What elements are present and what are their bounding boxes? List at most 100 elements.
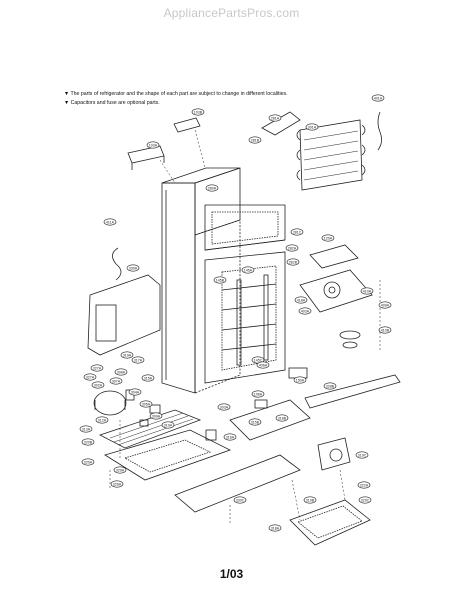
fan-motor-assembly [299, 244, 373, 349]
svg-text:319C: 319C [358, 453, 367, 457]
svg-text:317A: 317A [134, 358, 143, 362]
callout: 326A [110, 480, 124, 488]
svg-text:320B: 320B [84, 440, 93, 444]
svg-text:280A: 280A [208, 186, 217, 190]
svg-text:302A: 302A [94, 383, 103, 387]
callout: 309A [149, 412, 163, 420]
overload [139, 419, 149, 427]
callout: 281B [248, 136, 262, 144]
svg-text:307A: 307A [112, 379, 121, 383]
damper [254, 399, 268, 409]
cabinet [161, 167, 241, 394]
callout: 322A [357, 481, 371, 489]
callout: 315A [141, 374, 155, 382]
callout: 315B [248, 418, 262, 426]
callout: 328B [323, 382, 337, 390]
svg-text:281B: 281B [251, 138, 260, 142]
drain-pan [289, 499, 371, 546]
svg-text:309A: 309A [152, 414, 161, 418]
callout: 318A [268, 524, 282, 532]
svg-text:304A: 304A [131, 390, 140, 394]
svg-text:318A: 318A [271, 526, 280, 530]
freezer-compartment [204, 204, 286, 251]
svg-text:106A: 106A [254, 392, 263, 396]
callout: 411A [103, 218, 117, 226]
callout: 145B [213, 276, 227, 284]
svg-text:320A: 320A [84, 460, 93, 464]
svg-text:312A: 312A [98, 418, 107, 422]
svg-text:313A: 313A [82, 427, 91, 431]
callout: 303A [217, 403, 231, 411]
svg-text:145B: 145B [216, 278, 225, 282]
svg-text:329A: 329A [116, 468, 125, 472]
base-plate [104, 429, 232, 481]
callout: 330C [233, 496, 247, 504]
condenser [98, 409, 202, 449]
callout: 145A [241, 266, 255, 274]
callout: 150A [293, 376, 307, 384]
svg-text:330C: 330C [236, 498, 245, 502]
svg-text:310A: 310A [164, 423, 173, 427]
notes: ▼ The parts of refrigerator and the shap… [64, 90, 288, 107]
callout: 282B [286, 258, 300, 266]
svg-text:410B: 410B [381, 328, 390, 332]
callout: 317A [131, 356, 145, 364]
svg-text:326A: 326A [113, 482, 122, 486]
callout: 410A [360, 287, 374, 295]
svg-text:281A: 281A [271, 116, 280, 120]
evaporator [296, 119, 366, 191]
defrost-heater [377, 111, 382, 151]
svg-text:319B: 319B [306, 498, 315, 502]
condenser-fan-motor [317, 437, 351, 471]
callout: 318B [275, 414, 289, 422]
svg-text:145C: 145C [254, 358, 263, 362]
callout: 330A [126, 264, 140, 272]
callout: 403A [298, 307, 312, 315]
svg-text:401A: 401A [374, 96, 383, 100]
callout: 282A [285, 244, 299, 252]
callout: 406A [256, 361, 270, 369]
svg-text:329C: 329C [361, 498, 370, 502]
callout: 327A [83, 373, 97, 381]
page-number: 1/03 [219, 567, 244, 581]
note-line: ▼ Capacitors and fuse are optional parts… [64, 99, 160, 106]
door-strip [304, 374, 401, 409]
callout: 310A [161, 421, 175, 429]
power-cord [112, 247, 122, 281]
callout: 418A [294, 296, 308, 304]
callout: 281A [268, 114, 282, 122]
callout: 120A [321, 234, 335, 242]
svg-text:315A: 315A [144, 376, 153, 380]
callout: 410B [378, 326, 392, 334]
back-cover [87, 274, 161, 356]
callout: 307A [109, 377, 123, 385]
callout: 313A [79, 425, 93, 433]
svg-text:327A: 327A [86, 375, 95, 379]
svg-text:303A: 303A [220, 405, 229, 409]
svg-text:282B: 282B [289, 260, 298, 264]
callout: 281C [290, 228, 304, 236]
callout: 319C [355, 451, 369, 459]
svg-text:410A: 410A [363, 289, 372, 293]
leveling-foot [205, 429, 217, 441]
svg-text:315B: 315B [251, 420, 260, 424]
note-line: ▼ The parts of refrigerator and the shap… [64, 91, 288, 97]
callout: 304A [128, 388, 142, 396]
svg-text:318B: 318B [278, 416, 287, 420]
svg-text:403A: 403A [301, 309, 310, 313]
callout: 329A [113, 466, 127, 474]
callout: 319B [303, 496, 317, 504]
relay [149, 404, 161, 414]
top-duct [261, 111, 301, 136]
callout: 319A [120, 351, 134, 359]
svg-text:418A: 418A [297, 298, 306, 302]
callout: 316A [223, 433, 237, 441]
callout: 103A [146, 141, 160, 149]
svg-text:316A: 316A [226, 435, 235, 439]
svg-text:150A: 150A [296, 378, 305, 382]
callout: 301A [305, 123, 319, 131]
callout: 327A [90, 364, 104, 372]
svg-text:308A: 308A [117, 370, 126, 374]
callout: 320A [81, 458, 95, 466]
